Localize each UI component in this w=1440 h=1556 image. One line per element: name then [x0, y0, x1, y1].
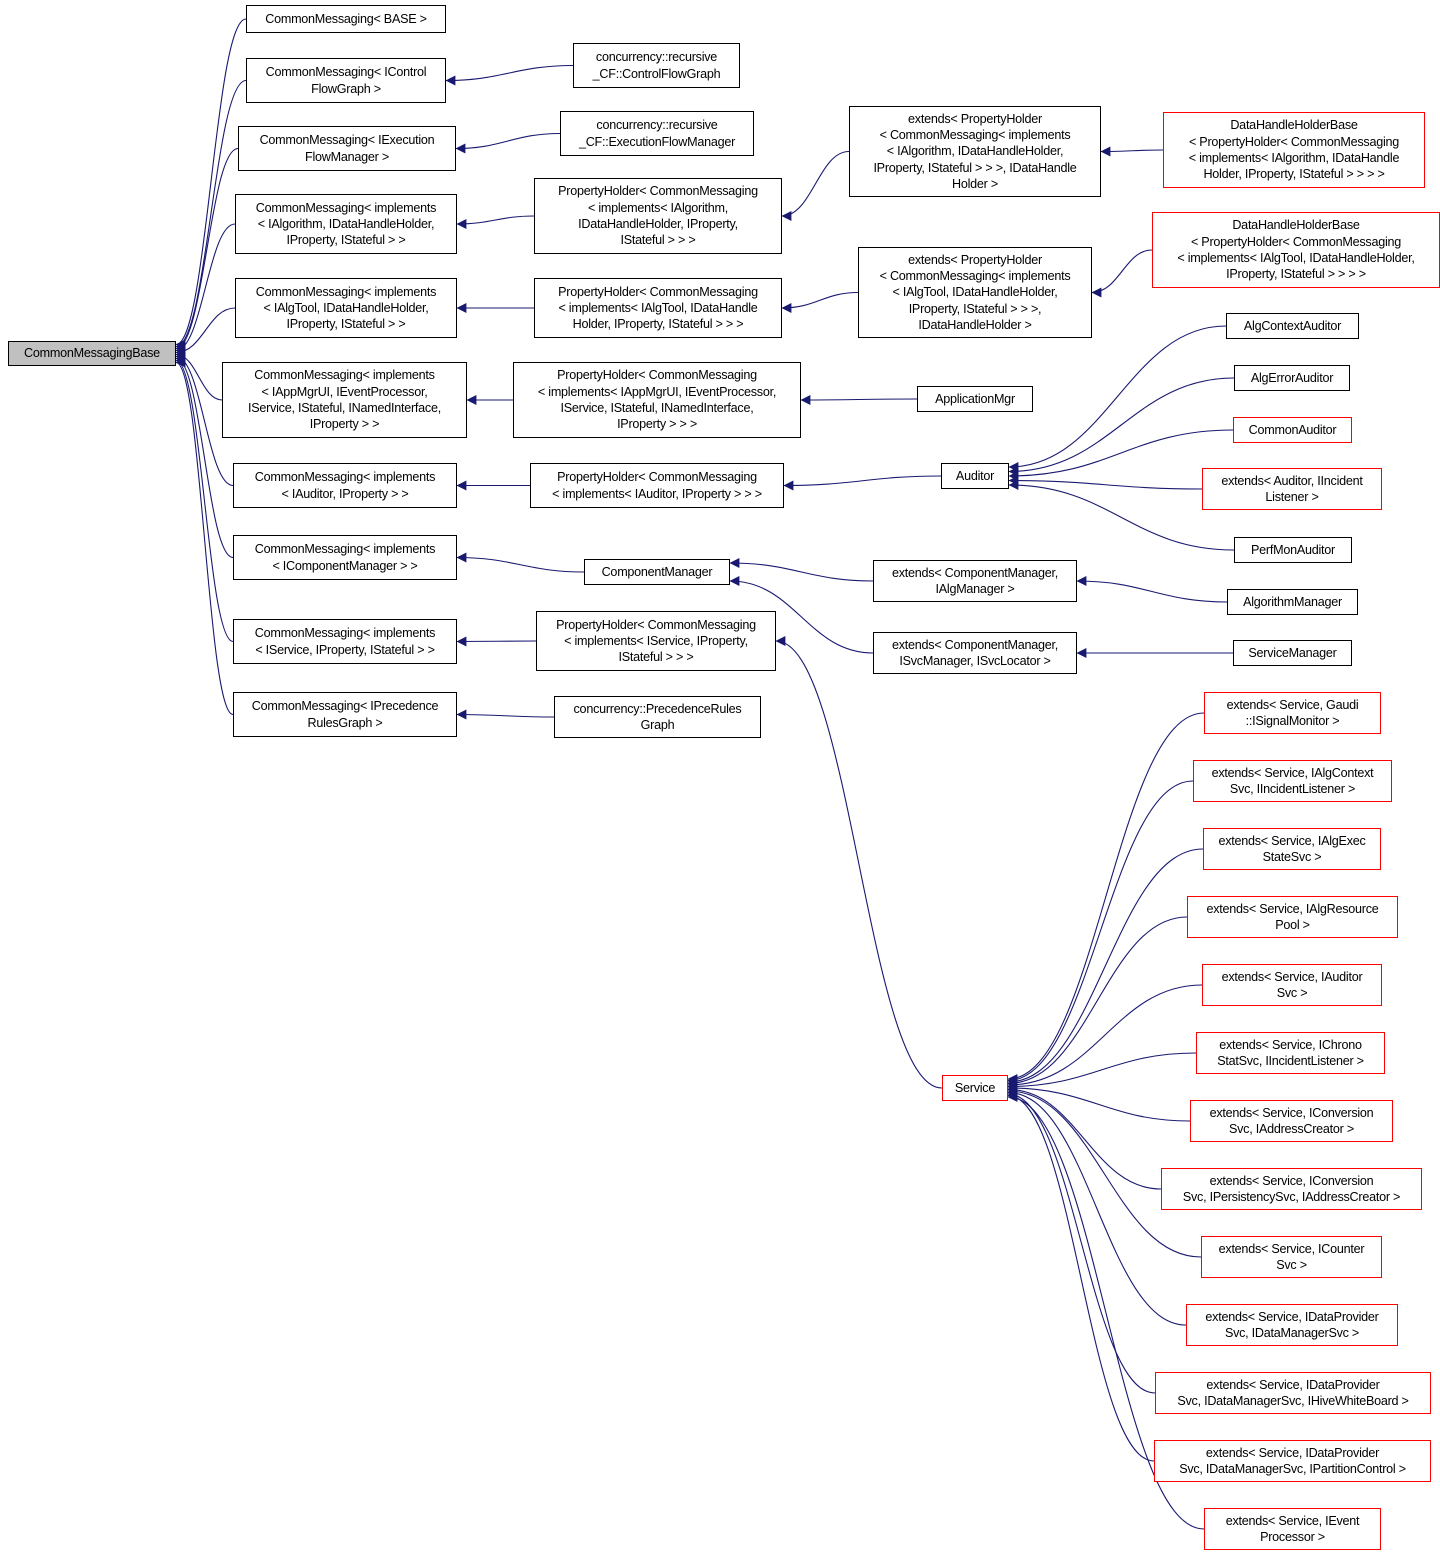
class-node-cm_base[interactable]: CommonMessaging< BASE > [246, 5, 446, 33]
class-node-svc_auditorsvc[interactable]: extends< Service, IAuditor Svc > [1202, 964, 1382, 1006]
class-node-cc_cfg[interactable]: concurrency::recursive _CF::ControlFlowG… [573, 43, 740, 88]
class-node-cm_icompmgr[interactable]: CommonMessaging< implements < IComponent… [233, 535, 457, 580]
inheritance-edge [800, 395, 918, 405]
inheritance-edge [1008, 325, 1227, 472]
inheritance-edge [783, 475, 942, 491]
class-node-cm_iappmgrui[interactable]: CommonMessaging< implements < IAppMgrUI,… [222, 362, 467, 438]
inheritance-edge [456, 215, 535, 229]
inheritance-edge [175, 223, 236, 356]
inheritance-edge [775, 636, 943, 1089]
class-node-cm_ialg[interactable]: CommonMessaging< implements < IAlgorithm… [235, 194, 457, 254]
inheritance-edge [1007, 1084, 1162, 1190]
inheritance-edge [1100, 146, 1164, 157]
class-node-cm_iservice[interactable]: CommonMessaging< implements < IService, … [233, 619, 457, 664]
class-node-svc_counter[interactable]: extends< Service, ICounter Svc > [1201, 1236, 1382, 1278]
class-node-appmgr[interactable]: ApplicationMgr [917, 386, 1033, 412]
class-node-cm_iauditor[interactable]: CommonMessaging< implements < IAuditor, … [233, 463, 457, 508]
class-node-ph_iauditor[interactable]: PropertyHolder< CommonMessaging < implem… [530, 463, 784, 508]
class-node-ext_cm_isvcmgr[interactable]: extends< ComponentManager, ISvcManager, … [873, 632, 1077, 674]
class-node-ext_auditor_il[interactable]: extends< Auditor, IIncident Listener > [1202, 468, 1382, 510]
inheritance-edge [175, 147, 239, 354]
inheritance-edge [1007, 1089, 1156, 1394]
inheritance-edge [456, 552, 585, 573]
inheritance-edge [175, 307, 236, 358]
class-node-cm_iefm[interactable]: CommonMessaging< IExecution FlowManager … [238, 126, 456, 171]
class-node-ph_iappmgrui[interactable]: PropertyHolder< CommonMessaging < implem… [513, 362, 801, 438]
class-node-ph_iservice[interactable]: PropertyHolder< CommonMessaging < implem… [536, 611, 776, 671]
class-node-servicemgr[interactable]: ServiceManager [1233, 640, 1352, 666]
class-node-ext_ph_ialgtool[interactable]: extends< PropertyHolder < CommonMessagin… [858, 247, 1092, 338]
inheritance-edge [1008, 377, 1235, 477]
inheritance-edge [1007, 848, 1204, 1087]
class-node-svc_chrono[interactable]: extends< Service, IChrono StatSvc, IInci… [1196, 1032, 1385, 1074]
inheritance-edge [455, 132, 561, 154]
class-node-cm_ialgtool[interactable]: CommonMessaging< implements < IAlgTool, … [235, 278, 457, 338]
class-node-dhhb_ialgtool[interactable]: DataHandleHolderBase < PropertyHolder< C… [1152, 212, 1440, 288]
inheritance-edge [1008, 475, 1203, 490]
class-node-svc_signal[interactable]: extends< Service, Gaudi ::ISignalMonitor… [1204, 692, 1381, 734]
class-node-svc_convpers[interactable]: extends< Service, IConversion Svc, IPers… [1161, 1168, 1422, 1210]
class-node-cm_icfg[interactable]: CommonMessaging< IControl FlowGraph > [246, 58, 446, 103]
class-node-algorithmmgr[interactable]: AlgorithmManager [1227, 589, 1358, 615]
inheritance-edge [1008, 429, 1234, 481]
inheritance-edge [1007, 984, 1203, 1090]
inheritance-edge [781, 150, 850, 221]
inheritance-edge [175, 349, 223, 401]
class-node-svc_dataprov[interactable]: extends< Service, IDataProvider Svc, IDa… [1186, 1304, 1398, 1346]
inheritance-edge [1007, 1083, 1191, 1122]
class-node-algerrauditor[interactable]: AlgErrorAuditor [1234, 365, 1350, 391]
inheritance-edge [1007, 1052, 1197, 1092]
inheritance-edge [1091, 249, 1153, 298]
class-node-ext_cm_ialgmgr[interactable]: extends< ComponentManager, IAlgManager > [873, 560, 1077, 602]
class-node-svc_algexec[interactable]: extends< Service, IAlgExec StateSvc > [1203, 828, 1381, 870]
class-node-perfmonauditor[interactable]: PerfMonAuditor [1234, 537, 1352, 563]
inheritance-edge [1007, 1087, 1187, 1326]
class-node-svc_eventproc[interactable]: extends< Service, IEvent Processor > [1204, 1508, 1381, 1550]
class-node-auditor[interactable]: Auditor [941, 463, 1009, 489]
class-node-ext_ph_ialg[interactable]: extends< PropertyHolder < CommonMessagin… [849, 106, 1101, 197]
class-node-ph_ialg[interactable]: PropertyHolder< CommonMessaging < implem… [534, 178, 782, 254]
class-node-service[interactable]: Service [942, 1075, 1008, 1101]
class-node-compmgr[interactable]: ComponentManager [584, 559, 730, 585]
class-node-cc_prg[interactable]: concurrency::PrecedenceRules Graph [554, 696, 761, 738]
inheritance-edge [456, 636, 537, 647]
inheritance-edge [1007, 1090, 1155, 1462]
class-node-algctxauditor[interactable]: AlgContextAuditor [1226, 313, 1359, 339]
class-node-cc_efm[interactable]: concurrency::recursive _CF::ExecutionFlo… [560, 111, 754, 156]
inheritance-edge [1008, 480, 1235, 551]
inheritance-edge [1007, 712, 1205, 1084]
inheritance-edge [1007, 916, 1188, 1089]
class-node-svc_algctx[interactable]: extends< Service, IAlgContext Svc, IInci… [1193, 760, 1392, 802]
inheritance-edge [445, 64, 574, 86]
inheritance-edge [1076, 576, 1228, 603]
class-node-svc_algres[interactable]: extends< Service, IAlgResource Pool > [1187, 896, 1398, 938]
inheritance-edge [729, 558, 874, 582]
class-node-cm_iprg[interactable]: CommonMessaging< IPrecedence RulesGraph … [233, 692, 457, 737]
class-node-root[interactable]: CommonMessagingBase [8, 341, 176, 366]
class-node-commonauditor[interactable]: CommonAuditor [1233, 417, 1352, 443]
inheritance-edge [456, 709, 555, 720]
inheritance-edge [781, 291, 859, 313]
inheritance-edge [1007, 780, 1194, 1086]
class-node-svc_conv[interactable]: extends< Service, IConversion Svc, IAddr… [1190, 1100, 1393, 1142]
class-node-ph_ialgtool[interactable]: PropertyHolder< CommonMessaging < implem… [534, 278, 782, 338]
class-node-svc_partition[interactable]: extends< Service, IDataProvider Svc, IDa… [1154, 1440, 1431, 1482]
class-node-dhhb_ialg[interactable]: DataHandleHolderBase < PropertyHolder< C… [1163, 112, 1425, 188]
class-node-svc_hive[interactable]: extends< Service, IDataProvider Svc, IDa… [1155, 1372, 1431, 1414]
